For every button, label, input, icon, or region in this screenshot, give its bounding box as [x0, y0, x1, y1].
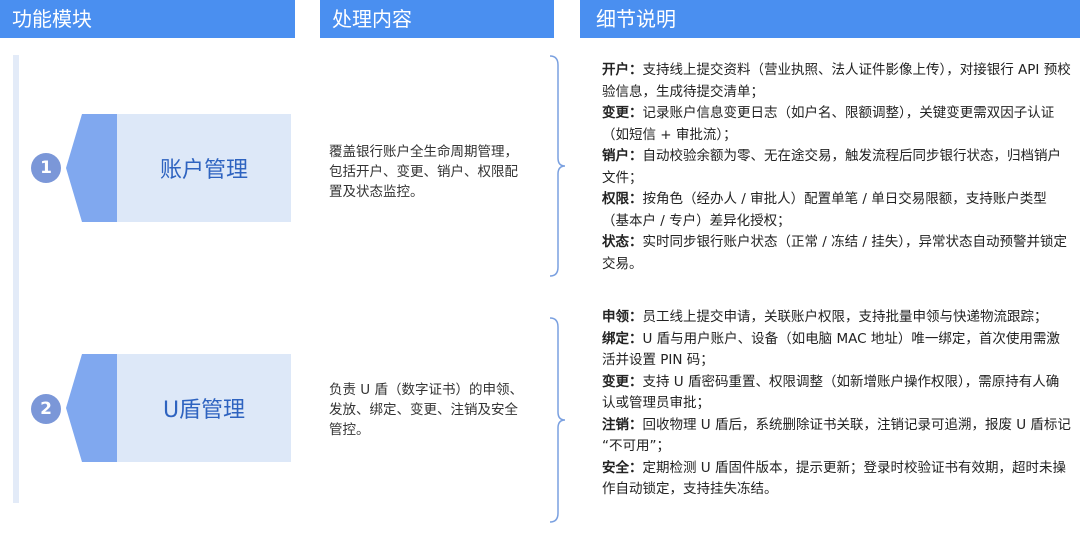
detail-label: 变更：: [602, 373, 643, 390]
detail-label: 状态：: [602, 234, 643, 250]
detail-text: 按角色（经办人 / 审批人）配置单笔 / 单日交易限额，支持账户类型（基本户 /…: [602, 191, 1047, 229]
processing-text: 覆盖银行账户全生命周期管理，包括开户、变更、销户、权限配置及状态监控。: [329, 144, 518, 200]
detail-item: 变更：记录账户信息变更日志（如户名、限额调整），关键变更需双因子认证（如短信 +…: [602, 103, 1072, 146]
detail-list: 开户：支持线上提交资料（营业执照、法人证件影像上传），对接银行 API 预校验信…: [602, 60, 1072, 275]
detail-label: 权限：: [602, 191, 643, 207]
detail-label: 注销：: [602, 416, 643, 433]
detail-text: 自动校验余额为零、无在途交易，触发流程后同步银行状态，归档销户文件；: [602, 148, 1061, 186]
detail-text: 定期检测 U 盾固件版本，提示更新；登录时校验证书有效期，超时未操作自动锁定，支…: [602, 459, 1066, 498]
header-modules: 功能模块: [0, 0, 295, 38]
detail-label: 销户：: [602, 148, 643, 164]
detail-label: 申领：: [602, 309, 643, 325]
detail-label: 变更：: [602, 105, 643, 121]
module-number-badge: 2: [31, 394, 61, 424]
detail-text: 支持 U 盾密码重置、权限调整（如新增账户操作权限），需原持有人确认或管理员审批…: [602, 373, 1060, 412]
detail-list: 申领：员工线上提交申请，关联账户权限，支持批量申领与快递物流跟踪； 绑定：U 盾…: [602, 307, 1072, 501]
left-accent-strip: [13, 55, 19, 503]
detail-item: 申领：员工线上提交申请，关联账户权限，支持批量申领与快递物流跟踪；: [602, 307, 1072, 329]
detail-text: 记录账户信息变更日志（如户名、限额调整），关键变更需双因子认证（如短信 + 审批…: [602, 105, 1055, 143]
detail-item: 开户：支持线上提交资料（营业执照、法人证件影像上传），对接银行 API 预校验信…: [602, 60, 1072, 103]
detail-item: 权限：按角色（经办人 / 审批人）配置单笔 / 单日交易限额，支持账户类型（基本…: [602, 189, 1072, 232]
module-title: 账户管理: [159, 158, 248, 183]
header-processing: 处理内容: [320, 0, 554, 38]
detail-text: 员工线上提交申请，关联账户权限，支持批量申领与快递物流跟踪；: [642, 309, 1048, 325]
module-title: U盾管理: [162, 398, 246, 423]
detail-label: 绑定：: [602, 330, 643, 347]
detail-item: 注销：回收物理 U 盾后，系统删除证书关联，注销记录可追溯，报废 U 盾标记 “…: [602, 415, 1072, 458]
detail-item: 安全：定期检测 U 盾固件版本，提示更新；登录时校验证书有效期，超时未操作自动锁…: [602, 458, 1072, 501]
detail-text: 支持线上提交资料（营业执照、法人证件影像上传），对接银行 API 预校验信息，生…: [602, 62, 1071, 100]
right-bracket-icon: [549, 55, 566, 277]
detail-item: 状态：实时同步银行账户状态（正常 / 冻结 / 挂失），异常状态自动预警并锁定交…: [602, 232, 1072, 275]
detail-item: 绑定：U 盾与用户账户、设备（如电脑 MAC 地址）唯一绑定，首次使用需激活并设…: [602, 329, 1072, 372]
module-box-ukey: U盾管理: [117, 354, 291, 462]
header-details: 细节说明: [580, 0, 1080, 38]
detail-text: 回收物理 U 盾后，系统删除证书关联，注销记录可追溯，报废 U 盾标记 “不可用…: [602, 416, 1071, 455]
module-number-badge: 1: [31, 153, 61, 183]
detail-label: 安全：: [602, 459, 643, 476]
detail-text: 实时同步银行账户状态（正常 / 冻结 / 挂失），异常状态自动预警并锁定交易。: [602, 234, 1068, 272]
detail-item: 销户：自动校验余额为零、无在途交易，触发流程后同步银行状态，归档销户文件；: [602, 146, 1072, 189]
right-bracket-icon: [549, 317, 566, 523]
chevron-arrow-icon: [66, 354, 118, 462]
processing-text: 负责 U 盾（数字证书）的申领、发放、绑定、变更、注销及安全管控。: [329, 382, 523, 438]
detail-item: 变更：支持 U 盾密码重置、权限调整（如新增账户操作权限），需原持有人确认或管理…: [602, 372, 1072, 415]
detail-text: U 盾与用户账户、设备（如电脑 MAC 地址）唯一绑定，首次使用需激活并设置 P…: [602, 330, 1060, 369]
module-box-account: 账户管理: [117, 114, 291, 222]
detail-label: 开户：: [602, 62, 643, 78]
chevron-arrow-icon: [66, 114, 118, 222]
